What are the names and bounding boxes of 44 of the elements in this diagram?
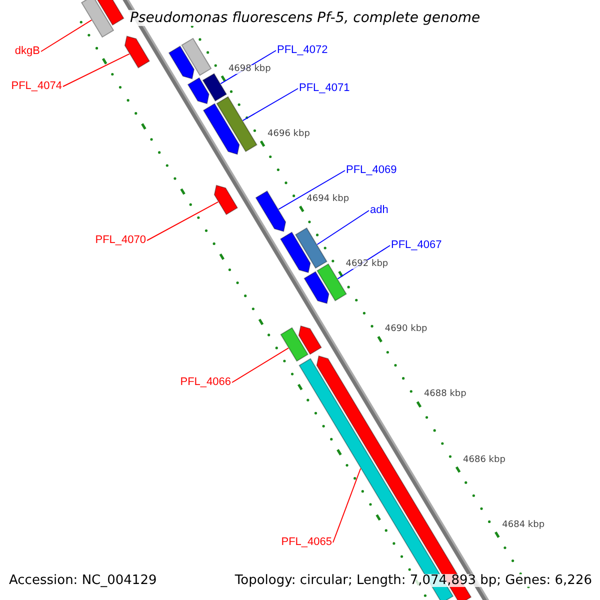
gene-block [255, 190, 286, 232]
gene-label: dkgB [14, 46, 40, 57]
tick-label: 4694 kbp [306, 194, 350, 204]
gene-block [298, 325, 322, 355]
gene-label: PFL_4072 [277, 45, 328, 56]
tick-label: 4688 kbp [424, 390, 466, 400]
gene-label: PFL_4066 [180, 377, 231, 388]
tick-label: 4690 kbp [384, 325, 428, 334]
tick-label: 4692 kbp [346, 260, 388, 270]
gene-block [304, 271, 330, 304]
leader-line [62, 53, 130, 87]
tick-label: 4696 kbp [268, 130, 310, 139]
leader-line [332, 468, 362, 543]
leader-line [146, 201, 219, 241]
tick-label: 4698 kbp [228, 64, 271, 74]
map-title: Pseudomonas fluorescens Pf-5, complete genome [128, 10, 482, 26]
gene-label: PFL_4065 [281, 537, 332, 548]
gene-bar [316, 263, 347, 302]
gene-label: PFL_4067 [391, 240, 442, 251]
footer-text: Accession: NC_004129 [9, 574, 157, 587]
gene-bar [181, 38, 212, 76]
gene-bar [202, 73, 228, 102]
gene-block [168, 46, 195, 80]
gene-label: PFL_4069 [346, 165, 397, 176]
gene-block [280, 232, 311, 274]
gene-label: PFL_4074 [11, 81, 62, 92]
gene-block [187, 77, 210, 104]
footer-text: Topology: circular; Length: 7,074,893 bp; Genes: 6,226 [234, 574, 592, 587]
leader-line [316, 210, 370, 245]
gene-label: PFL_4071 [299, 83, 350, 94]
gene-block [214, 184, 238, 216]
gene-label: PFL_4070 [95, 235, 146, 246]
tick-label: 4686 kbp [463, 456, 506, 465]
gene-bar [81, 0, 114, 38]
leader-line [232, 348, 289, 383]
gene-label: adh [370, 205, 388, 216]
gene-block [202, 103, 240, 155]
gene-bar [216, 96, 258, 152]
gene-bar [280, 327, 309, 362]
gene-bar [294, 227, 328, 269]
gene-block [124, 36, 150, 68]
tick-label: 4684 kbp [502, 520, 545, 530]
leader-line [242, 88, 298, 122]
leader-line [278, 170, 346, 210]
